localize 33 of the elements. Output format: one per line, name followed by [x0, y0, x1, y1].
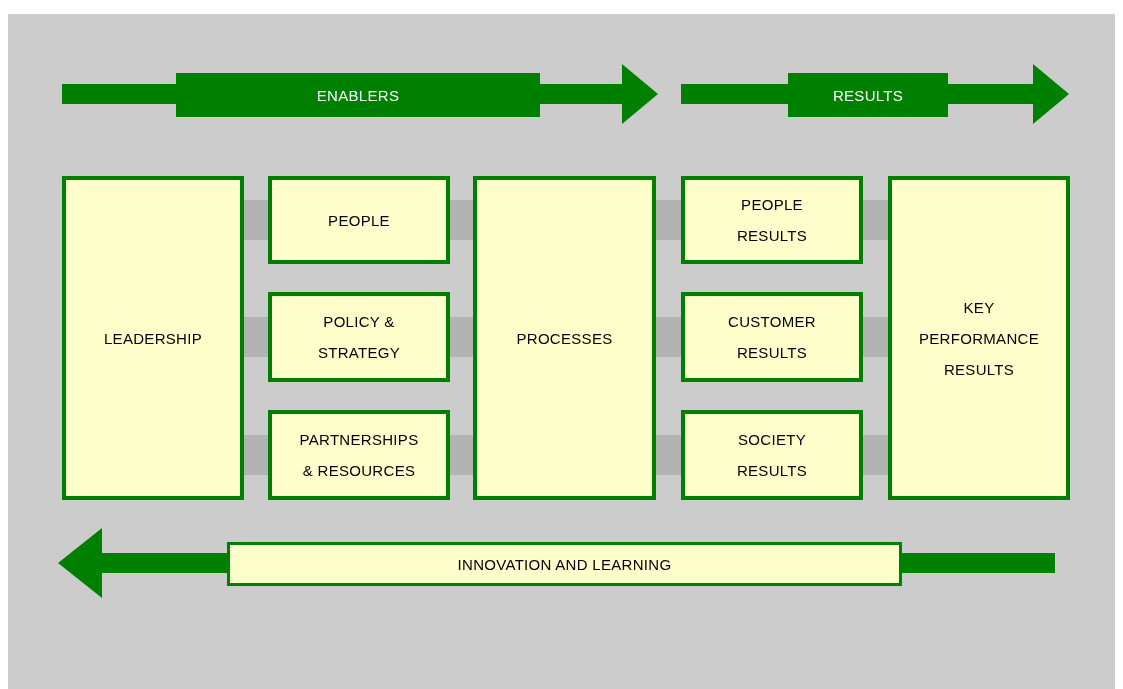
connector-bar: [656, 200, 681, 240]
category-box: [681, 410, 863, 500]
box-label: KEY PERFORMANCE RESULTS: [918, 297, 1040, 380]
connector-bar: [656, 435, 681, 475]
connector-bar: [244, 200, 268, 240]
box-label: PEOPLE RESULTS: [735, 195, 809, 246]
category-box: [888, 176, 1070, 500]
category-box: [268, 410, 450, 500]
connector-bar: [656, 317, 681, 357]
box-label: INNOVATION AND LEARNING: [457, 554, 672, 575]
connector-bar: [863, 317, 888, 357]
category-box: [268, 176, 450, 264]
connector-bar: [450, 435, 473, 475]
category-box: [473, 176, 656, 500]
category-box: [681, 292, 863, 382]
box-label: ENABLERS: [316, 85, 400, 106]
connector-bar: [244, 435, 268, 475]
box-label: CUSTOMER RESULTS: [727, 312, 817, 363]
box-label: PEOPLE: [328, 210, 390, 231]
connector-bar: [863, 200, 888, 240]
box-label: POLICY & STRATEGY: [316, 312, 402, 363]
box-label: LEADERSHIP: [103, 328, 202, 349]
connector-bar: [450, 317, 473, 357]
box-label: SOCIETY RESULTS: [735, 430, 809, 481]
category-box: [62, 176, 244, 500]
connector-bar: [450, 200, 473, 240]
box-label: RESULTS: [832, 85, 904, 106]
box-label: PROCESSES: [516, 328, 613, 349]
box-label: PARTNERSHIPS & RESOURCES: [298, 430, 420, 481]
connector-bar: [244, 317, 268, 357]
category-box: [268, 292, 450, 382]
connector-bar: [863, 435, 888, 475]
category-box: [681, 176, 863, 264]
